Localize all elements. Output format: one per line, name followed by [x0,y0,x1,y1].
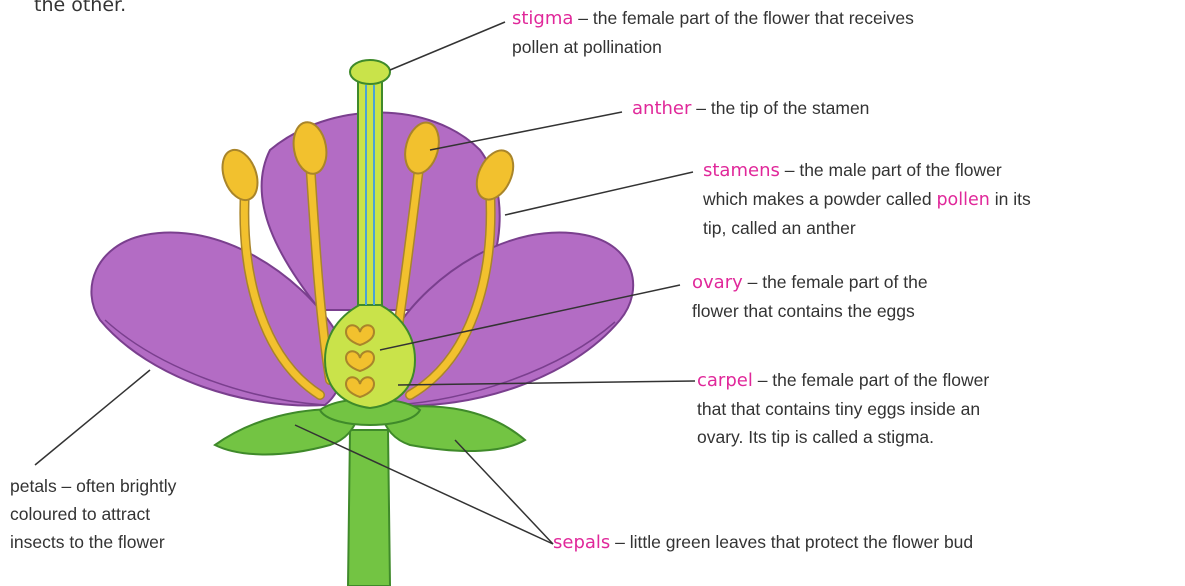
ovary-text-2: flower that contains the eggs [692,301,915,321]
stigma [350,60,390,84]
anther-term: anther [632,98,691,119]
sepals-text-1: – little green leaves that protect the f… [610,532,973,552]
stigma-label: stigma – the female part of the flower t… [512,4,914,61]
stigma-text-1: – the female part of the flower that rec… [573,8,913,28]
anther-text-1: – the tip of the stamen [691,98,869,118]
anther-leader [430,112,622,150]
carpel-term: carpel [697,370,753,391]
petals-label: petals – often brightly coloured to attr… [10,472,176,556]
ovary-label: ovary – the female part of the flower th… [692,268,928,325]
carpel-label: carpel – the female part of the flower t… [697,366,989,451]
petals-line-3: insects to the flower [10,532,165,552]
stem-and-sepals [215,399,525,586]
stigma-leader [390,22,505,70]
stem [348,430,390,586]
sepals-label: sepals – little green leaves that protec… [553,528,973,557]
carpel-text-2: that that contains tiny eggs inside an [697,399,980,419]
sepals-term: sepals [553,532,610,553]
sepals-leader-2 [455,440,553,544]
petals-line-2: coloured to attract [10,504,150,524]
stamens-term: stamens [703,160,780,181]
stamens-leader [505,172,693,215]
ovules [346,325,374,397]
stamens-text-3: tip, called an anther [703,218,856,238]
carpel-text-3: ovary. Its tip is called a stigma. [697,427,934,447]
ovary-text-1: – the female part of the [743,272,928,292]
anther-1 [216,145,264,205]
pollen-term: pollen [936,190,989,210]
carpel-text-1: – the female part of the flower [753,370,989,390]
anther-label: anther – the tip of the stamen [632,94,869,123]
stamens-text-2a: which makes a powder called [703,189,936,209]
stamens-label: stamens – the male part of the flower wh… [703,156,1031,242]
stigma-text-2: pollen at pollination [512,37,662,57]
petals-leader [35,370,150,465]
petals-line-1: petals – often brightly [10,476,176,496]
stamens-text-1: – the male part of the flower [780,160,1002,180]
ovary-term: ovary [692,272,743,293]
style [358,75,382,305]
stamens-text-2b: in its [990,189,1031,209]
stigma-term: stigma [512,8,573,29]
